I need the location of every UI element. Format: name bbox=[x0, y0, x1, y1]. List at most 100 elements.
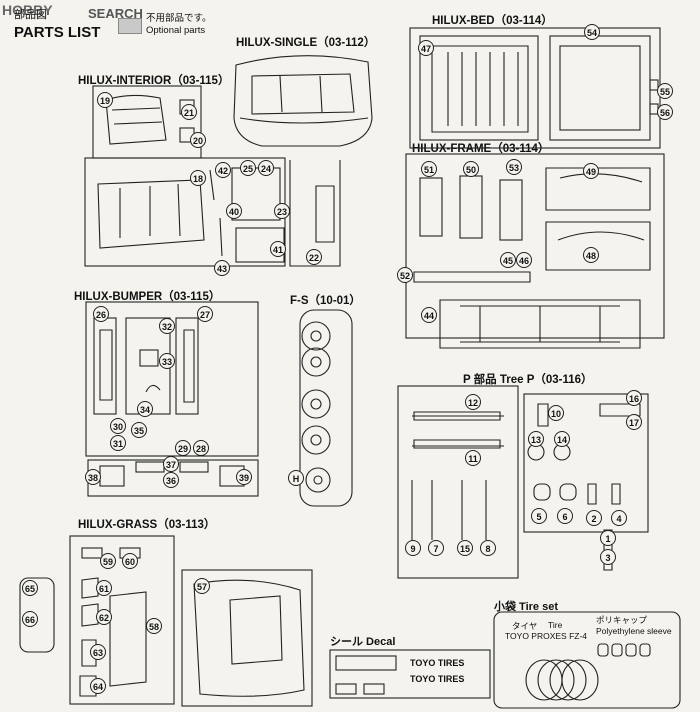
part-callout: 53 bbox=[506, 159, 522, 175]
part-callout: 32 bbox=[159, 318, 175, 334]
part-callout: 25 bbox=[240, 160, 256, 176]
grass-tree-drawing bbox=[19, 535, 313, 707]
part-callout: 48 bbox=[583, 247, 599, 263]
part-callout: 56 bbox=[657, 104, 673, 120]
part-callout: 26 bbox=[93, 306, 109, 322]
part-callout: 23 bbox=[274, 203, 290, 219]
part-callout: 17 bbox=[626, 414, 642, 430]
parts-kanji: 部品図 bbox=[14, 9, 47, 21]
part-callout: 4 bbox=[611, 510, 627, 526]
part-callout: 63 bbox=[90, 644, 106, 660]
decal-brand-2: TOYO TIRES bbox=[410, 674, 465, 684]
part-callout: 61 bbox=[96, 580, 112, 596]
part-callout: 37 bbox=[163, 456, 179, 472]
part-callout: 41 bbox=[270, 241, 286, 257]
part-callout: 6 bbox=[557, 508, 573, 524]
cap-en: Polyethylene sleeve bbox=[596, 626, 672, 636]
tree-p-drawing bbox=[397, 385, 649, 579]
part-callout: 15 bbox=[457, 540, 473, 556]
bed-tree-drawing bbox=[409, 27, 661, 149]
part-callout: 40 bbox=[226, 203, 242, 219]
part-callout: 16 bbox=[626, 390, 642, 406]
part-callout: 11 bbox=[465, 450, 481, 466]
part-callout: 22 bbox=[306, 249, 322, 265]
part-callout: 38 bbox=[85, 469, 101, 485]
tire-name: TOYO PROXES FZ-4 bbox=[505, 631, 588, 641]
part-callout: 46 bbox=[516, 252, 532, 268]
frame-tree-drawing bbox=[405, 153, 665, 349]
part-callout: 7 bbox=[428, 540, 444, 556]
part-callout: 43 bbox=[214, 260, 230, 276]
part-callout: 5 bbox=[531, 508, 547, 524]
decal-brand-1: TOYO TIRES bbox=[410, 658, 465, 668]
watermark-logo: HOBBY bbox=[2, 2, 53, 18]
part-callout: 2 bbox=[586, 510, 602, 526]
parts-list-title: PARTS LIST bbox=[14, 24, 101, 41]
part-callout: 45 bbox=[500, 252, 516, 268]
part-callout: 55 bbox=[657, 83, 673, 99]
part-callout: 9 bbox=[405, 540, 421, 556]
part-callout: 62 bbox=[96, 609, 112, 625]
part-callout: 20 bbox=[190, 132, 206, 148]
fs-wheel-tree-drawing bbox=[299, 309, 353, 507]
part-callout: 30 bbox=[110, 418, 126, 434]
single-cab-drawing bbox=[233, 55, 373, 147]
part-callout: 14 bbox=[554, 431, 570, 447]
group-single-title: HILUX-SINGLE（03-112） bbox=[236, 37, 376, 49]
group-bumper-title: HILUX-BUMPER（03-115） bbox=[74, 291, 221, 303]
part-callout: 54 bbox=[584, 24, 600, 40]
part-callout: 28 bbox=[193, 440, 209, 456]
part-callout: 33 bbox=[159, 353, 175, 369]
tire-jp: タイヤ bbox=[512, 621, 538, 631]
part-callout: 64 bbox=[90, 678, 106, 694]
decal-title: シール Decal bbox=[330, 636, 396, 648]
part-callout: 19 bbox=[97, 92, 113, 108]
group-grass-title: HILUX-GRASS（03-113） bbox=[78, 519, 216, 531]
part-label-h: H bbox=[288, 470, 304, 486]
tire-en: Tire bbox=[548, 620, 563, 630]
part-callout: 49 bbox=[583, 163, 599, 179]
part-callout: 21 bbox=[181, 104, 197, 120]
part-callout: 29 bbox=[175, 440, 191, 456]
part-callout: 39 bbox=[236, 469, 252, 485]
part-callout: 12 bbox=[465, 394, 481, 410]
optional-jp: 不用部品です。 bbox=[146, 13, 212, 24]
part-callout: 34 bbox=[137, 401, 153, 417]
part-callout: 57 bbox=[194, 578, 210, 594]
part-callout: 18 bbox=[190, 170, 206, 186]
part-callout: 60 bbox=[122, 553, 138, 569]
bumper-tree-drawing bbox=[85, 301, 259, 497]
tire-set-drawing bbox=[493, 611, 681, 709]
part-callout: 65 bbox=[22, 580, 38, 596]
part-callout: 24 bbox=[258, 160, 274, 176]
tire-set-title: 小袋 Tire set bbox=[494, 601, 558, 613]
interior-tree-drawing bbox=[84, 85, 341, 267]
optional-en: Optional parts bbox=[146, 25, 206, 36]
part-callout: 13 bbox=[528, 431, 544, 447]
part-callout: 52 bbox=[397, 267, 413, 283]
cap-jp: ポリキャップ bbox=[596, 615, 648, 625]
part-callout: 66 bbox=[22, 611, 38, 627]
part-callout: 27 bbox=[197, 306, 213, 322]
part-callout: 8 bbox=[480, 540, 496, 556]
group-bed-title: HILUX-BED（03-114） bbox=[432, 15, 553, 27]
group-fs-title: F-S（10-01） bbox=[290, 295, 361, 307]
part-callout: 1 bbox=[600, 530, 616, 546]
optional-swatch bbox=[118, 18, 142, 34]
part-callout: 44 bbox=[421, 307, 437, 323]
part-callout: 36 bbox=[163, 472, 179, 488]
group-p-title: P 部品 Tree P（03-116） bbox=[463, 374, 593, 386]
part-callout: 59 bbox=[100, 553, 116, 569]
part-callout: 3 bbox=[600, 549, 616, 565]
part-callout: 35 bbox=[131, 422, 147, 438]
group-frame-title: HILUX-FRAME（03-114） bbox=[412, 143, 550, 155]
part-callout: 42 bbox=[215, 162, 231, 178]
group-interior-title: HILUX-INTERIOR（03-115） bbox=[78, 75, 230, 87]
part-callout: 10 bbox=[548, 405, 564, 421]
part-callout: 50 bbox=[463, 161, 479, 177]
part-callout: 31 bbox=[110, 435, 126, 451]
part-callout: 58 bbox=[146, 618, 162, 634]
part-callout: 47 bbox=[418, 40, 434, 56]
decal-drawing bbox=[329, 649, 491, 699]
